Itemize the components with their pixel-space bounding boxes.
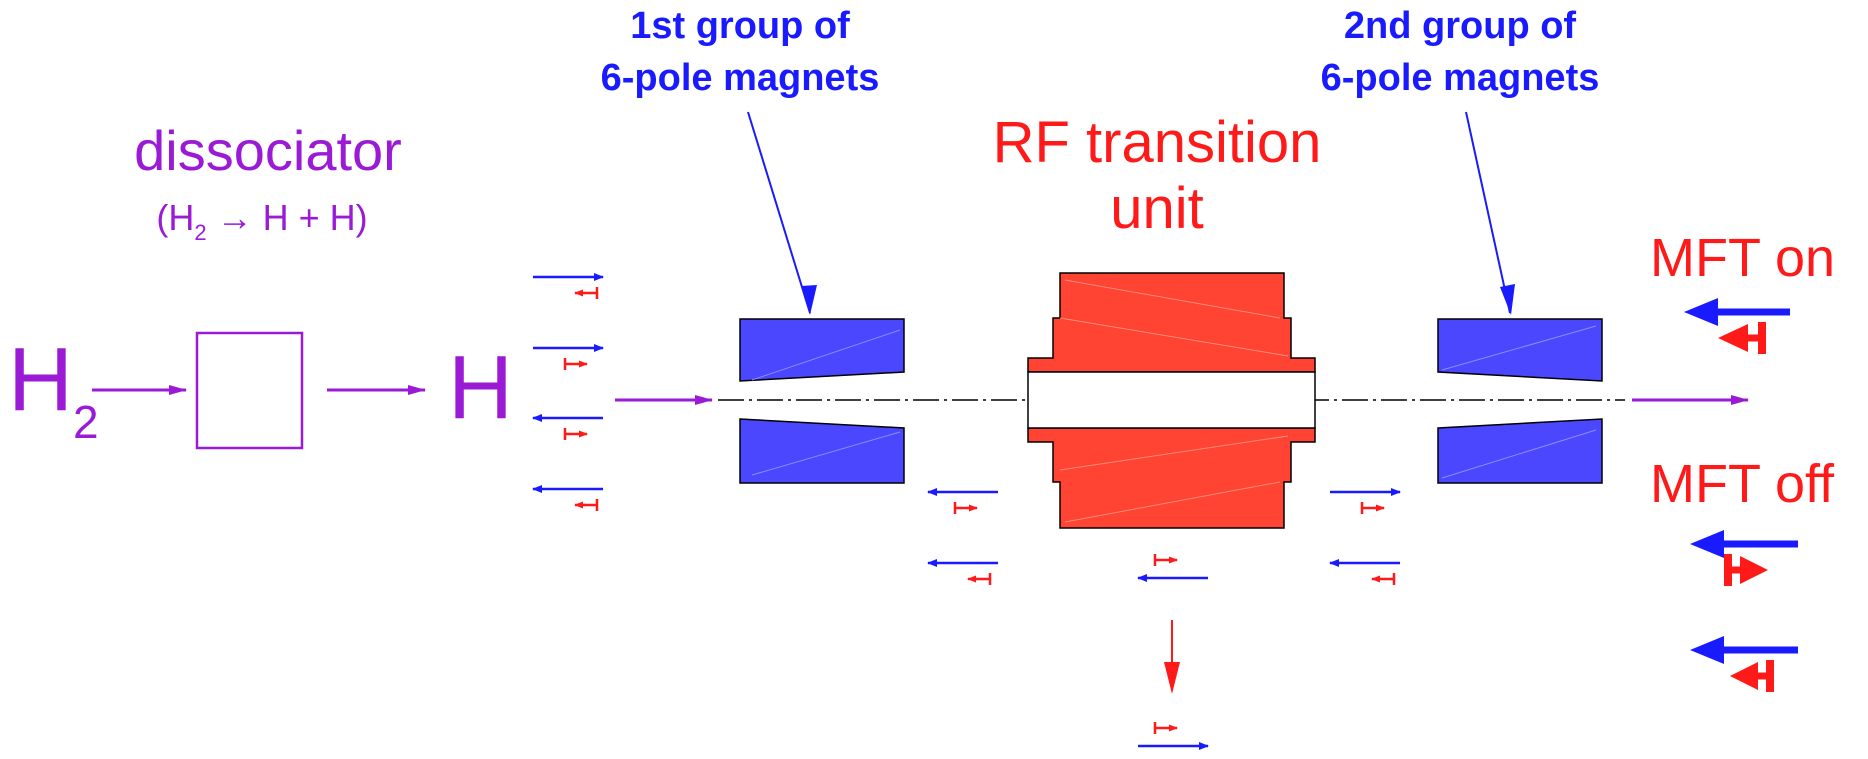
rf-unit-hatch: [1059, 317, 1289, 357]
mft-on-symbol: [1684, 298, 1790, 354]
mft-off-proton-arrowhead: [1740, 556, 1768, 584]
rf-label-line2: unit: [1110, 176, 1204, 241]
h2-sub: 2: [73, 396, 99, 448]
reaction-rest: → H + H): [207, 197, 368, 238]
mft-on-label: MFT on: [1650, 228, 1835, 288]
mft-off-symbol-1: [1690, 530, 1798, 586]
mft-off-electron-arrowhead: [1690, 530, 1724, 558]
h-symbol: H: [448, 338, 513, 438]
rf-unit-hatch: [1064, 481, 1281, 523]
magnet-2-upper: [1437, 318, 1603, 382]
magnet-group-2: [1437, 318, 1603, 484]
group2-pointer-arrowhead: [1500, 284, 1515, 315]
rf-label-line1: RF transition: [993, 110, 1322, 175]
rf-unit-upper: [1027, 272, 1316, 373]
dissociator-box: [195, 331, 304, 450]
mft-on-proton-arrowhead: [1718, 324, 1748, 352]
group2-label-line2: 6-pole magnets: [1321, 57, 1600, 99]
magnet-group-1: [739, 318, 905, 484]
reaction-sub: 2: [194, 220, 206, 245]
group1-label-line2: 6-pole magnets: [601, 57, 880, 99]
group2-label: 2nd group of 6-pole magnets: [1321, 5, 1600, 99]
group2-pointer-arrow: [1465, 111, 1511, 314]
magnet-2-hatch: [1441, 325, 1597, 371]
reaction-open: (H: [156, 197, 194, 238]
rf-transition-unit: [1027, 272, 1316, 529]
mft-off2-proton-arrowhead: [1730, 662, 1758, 690]
mft-off-symbol-2: [1690, 636, 1798, 692]
magnet-2-hatch: [1441, 429, 1597, 479]
rf-unit-hatch: [1059, 435, 1289, 471]
rf-transition-down-arrowhead: [1164, 662, 1180, 694]
rf-unit-hatch: [1064, 279, 1281, 319]
group1-pointer-arrow: [747, 111, 811, 314]
spin-state-arrows: [532, 273, 1401, 750]
mft-off-label: MFT off: [1650, 454, 1835, 514]
group1-label-line1: 1st group of: [630, 5, 850, 47]
magnet-2-lower: [1437, 418, 1603, 484]
group1-pointer-arrowhead: [801, 285, 817, 315]
dissociator-label: dissociator: [134, 119, 402, 182]
mft-on-electron-arrowhead: [1684, 298, 1718, 326]
group2-label-line1: 2nd group of: [1344, 5, 1577, 47]
h2-symbol: H2: [8, 330, 99, 448]
rf-unit-lower: [1027, 427, 1316, 529]
mft-off2-electron-arrowhead: [1690, 636, 1724, 664]
group1-label: 1st group of 6-pole magnets: [601, 5, 880, 99]
magnet-1-hatch: [751, 431, 901, 476]
magnet-1-hatch: [751, 329, 901, 381]
dissociator-reaction: (H2 → H + H): [156, 197, 367, 245]
h2-main: H: [8, 330, 73, 430]
rf-unit-bore: [1027, 371, 1316, 429]
magnet-1-upper: [739, 318, 905, 382]
magnet-1-lower: [739, 418, 905, 484]
